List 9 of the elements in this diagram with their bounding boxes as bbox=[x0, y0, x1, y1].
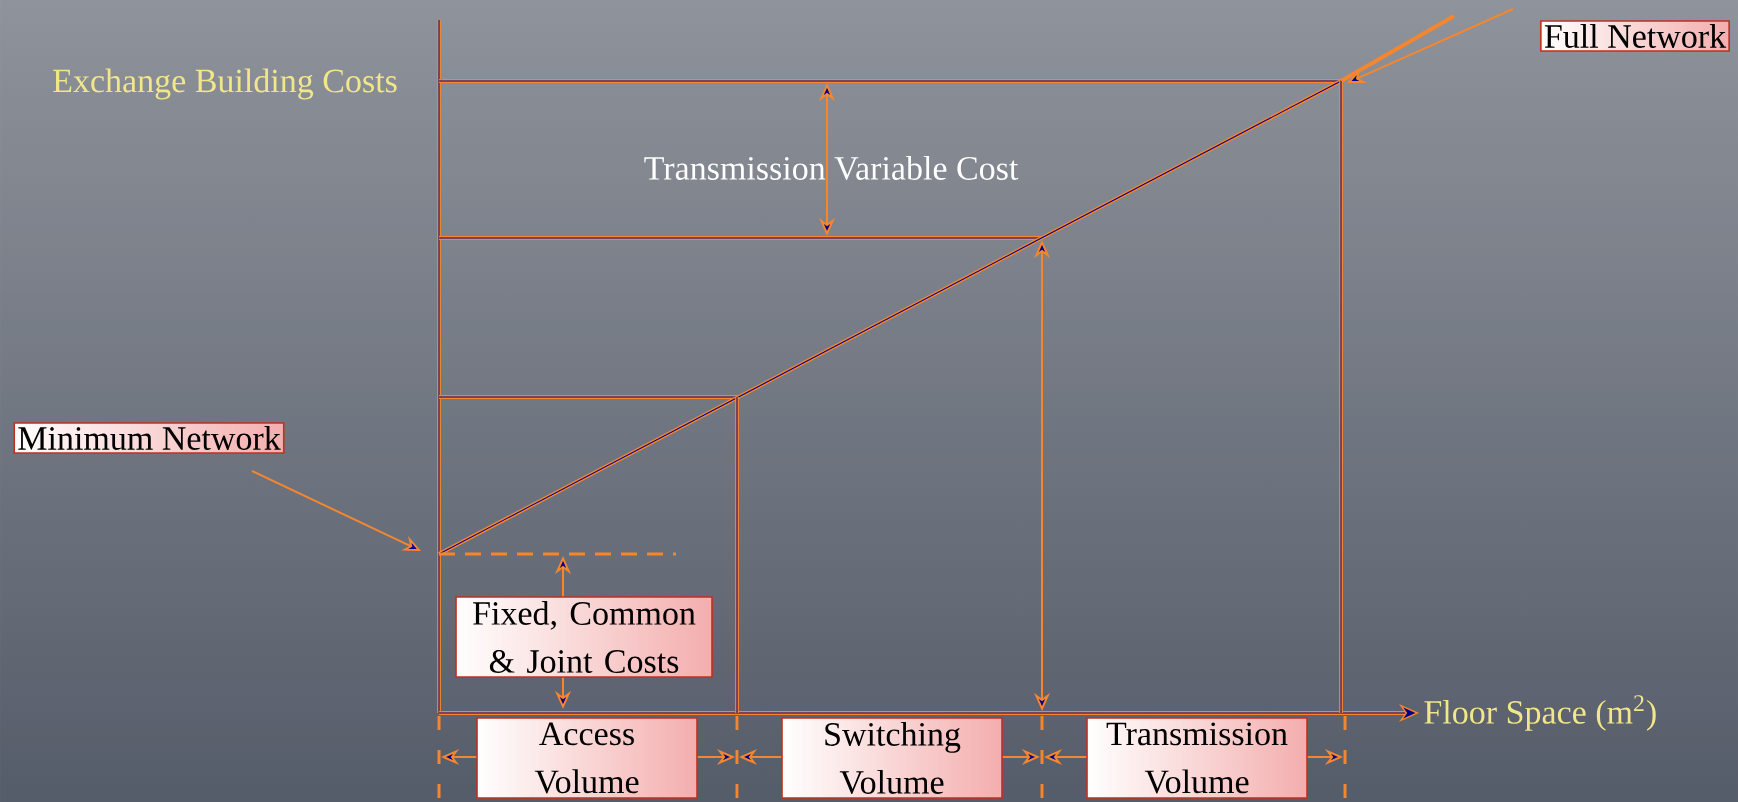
volume-box: Switching Volume bbox=[781, 717, 1003, 799]
cost-box: Fixed, Common & Joint Costs bbox=[455, 596, 713, 678]
callout-box: Minimum Network bbox=[13, 422, 285, 454]
axis-label: Floor Space (m$^{2}$) bbox=[1424, 695, 1656, 731]
volume-box: Transmission Volume bbox=[1086, 717, 1308, 799]
callout-box: Full Network bbox=[1540, 20, 1730, 52]
axis-label: Exchange Building Costs bbox=[53, 68, 397, 100]
axis-label: Transmission Variable Cost bbox=[644, 155, 1019, 181]
volume-box: Access Volume bbox=[476, 717, 698, 799]
